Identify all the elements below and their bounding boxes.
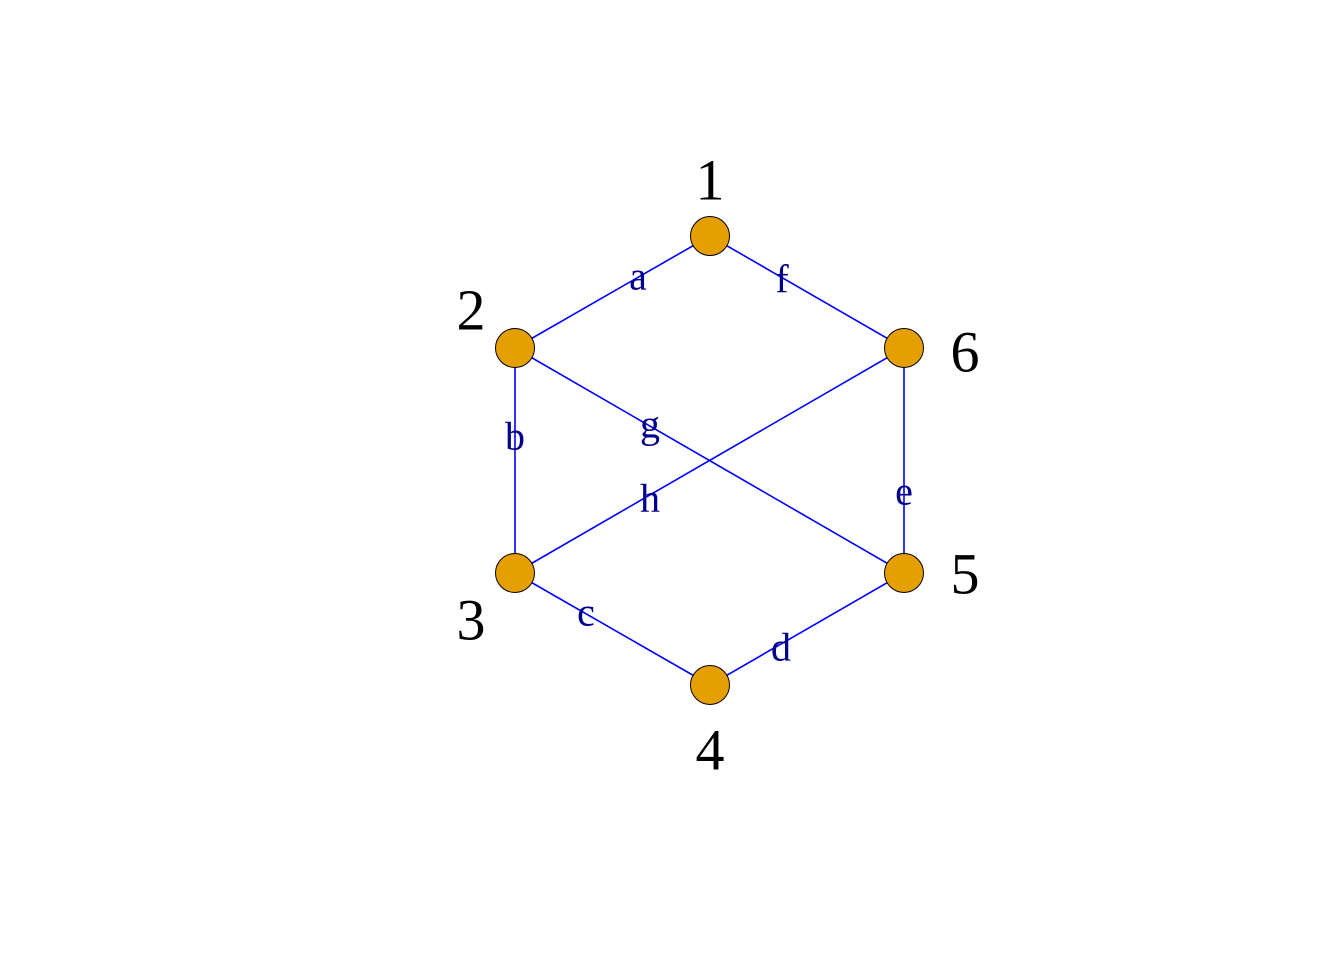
edge-labels-layer: a b c d e f gh xyxy=(505,254,913,670)
edge-label-g: g xyxy=(640,402,660,447)
edges-layer xyxy=(514,235,905,686)
vertex-2 xyxy=(495,328,535,368)
vertex-labels-layer: 1 2 3 4 5 6 xyxy=(457,148,980,783)
vertex-3 xyxy=(495,553,535,593)
edge-label-f: f xyxy=(775,257,789,302)
vertex-6 xyxy=(884,328,924,368)
edge-label-h: h xyxy=(640,476,660,521)
vertex-label-3: 3 xyxy=(457,588,486,653)
vertex-label-5: 5 xyxy=(951,542,980,607)
edge-c xyxy=(514,572,711,686)
vertex-label-2: 2 xyxy=(457,278,486,343)
edge-label-a: a xyxy=(629,254,647,299)
edge-label-d: d xyxy=(771,625,791,670)
edge-d xyxy=(709,572,905,686)
vertex-4 xyxy=(690,665,730,705)
edge-label-c: c xyxy=(577,590,595,635)
vertex-5 xyxy=(884,553,924,593)
vertices-layer xyxy=(495,216,924,705)
edge-f xyxy=(709,235,905,349)
edge-label-e: e xyxy=(895,469,913,514)
vertex-label-1: 1 xyxy=(696,148,725,213)
vertex-1 xyxy=(690,216,730,256)
edge-h xyxy=(514,347,905,574)
vertex-label-4: 4 xyxy=(696,718,725,783)
edge-a xyxy=(514,235,711,349)
edge-label-b: b xyxy=(505,414,525,459)
vertex-label-6: 6 xyxy=(951,320,980,385)
